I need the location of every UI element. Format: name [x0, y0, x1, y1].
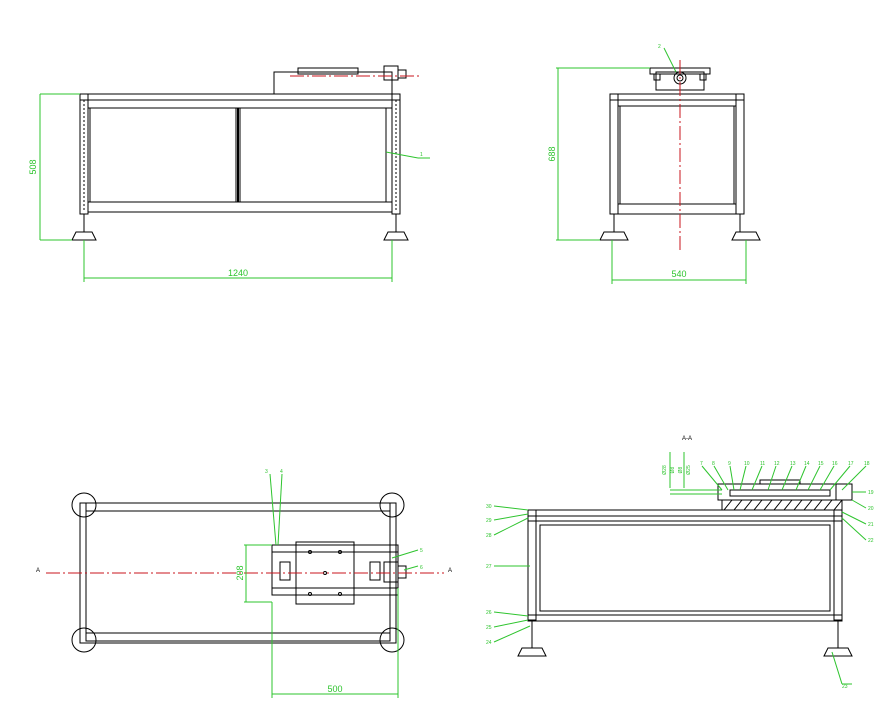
callout-25: 25 — [486, 625, 492, 631]
callout-2: 2 — [658, 44, 661, 50]
callout-4: 4 — [280, 469, 283, 475]
callout-3: 3 — [265, 469, 268, 475]
callout-10: 10 — [744, 461, 750, 467]
top-callouts: 7 8 9 10 11 12 13 14 15 16 17 18 — [700, 461, 870, 491]
callout-9: 9 — [728, 461, 731, 467]
callout-24: 24 — [486, 640, 492, 646]
callout-27: 27 — [486, 564, 492, 570]
callout-1: 1 — [420, 152, 423, 158]
callout-21: 21 — [868, 522, 874, 528]
callout-17: 17 — [848, 461, 854, 467]
callout-6: 6 — [420, 565, 423, 571]
front-width-dim: 1240 — [228, 268, 248, 278]
callout-19: 19 — [868, 490, 874, 496]
callout-5: 5 — [420, 548, 423, 554]
callout-20: 20 — [868, 506, 874, 512]
top-height-dim: 208 — [235, 565, 245, 580]
section-view: A-A Ø28 Ø8 Ø8 Ø25 — [486, 436, 874, 690]
callout-8: 8 — [712, 461, 715, 467]
side-height-dim: 688 — [547, 146, 557, 161]
callout-15: 15 — [818, 461, 824, 467]
section-dim-2: Ø8 — [670, 466, 676, 473]
callout-11: 11 — [760, 461, 765, 467]
section-dim-1: Ø28 — [662, 465, 668, 475]
section-dim-3: Ø8 — [678, 466, 684, 473]
callout-16: 16 — [832, 461, 838, 467]
section-title: A-A — [682, 436, 692, 442]
callout-7: 7 — [700, 461, 703, 467]
callout-22: 22 — [868, 538, 874, 544]
section-label-left: A — [36, 568, 40, 574]
top-width-dim: 500 — [327, 684, 342, 694]
callout-12: 12 — [774, 461, 780, 467]
right-callouts: 19 20 21 22 — [841, 490, 874, 544]
side-width-dim: 540 — [671, 269, 686, 279]
left-callouts: 30 29 28 27 26 25 24 — [486, 504, 531, 646]
callout-14: 14 — [804, 461, 810, 467]
callout-26: 26 — [486, 610, 492, 616]
callout-13: 13 — [790, 461, 796, 467]
side-view: 688 540 2 — [547, 44, 761, 284]
section-dim-4: Ø25 — [686, 465, 692, 475]
front-height-dim: 508 — [28, 159, 38, 174]
callout-23: 23 — [842, 684, 848, 690]
top-view: A A 208 500 3 4 5 6 — [36, 469, 452, 698]
callout-29: 29 — [486, 518, 492, 524]
callout-30: 30 — [486, 504, 492, 510]
callout-18: 18 — [864, 461, 870, 467]
callout-28: 28 — [486, 533, 492, 539]
front-view: 508 1240 1 — [28, 65, 430, 282]
section-label-right: A — [448, 568, 452, 574]
